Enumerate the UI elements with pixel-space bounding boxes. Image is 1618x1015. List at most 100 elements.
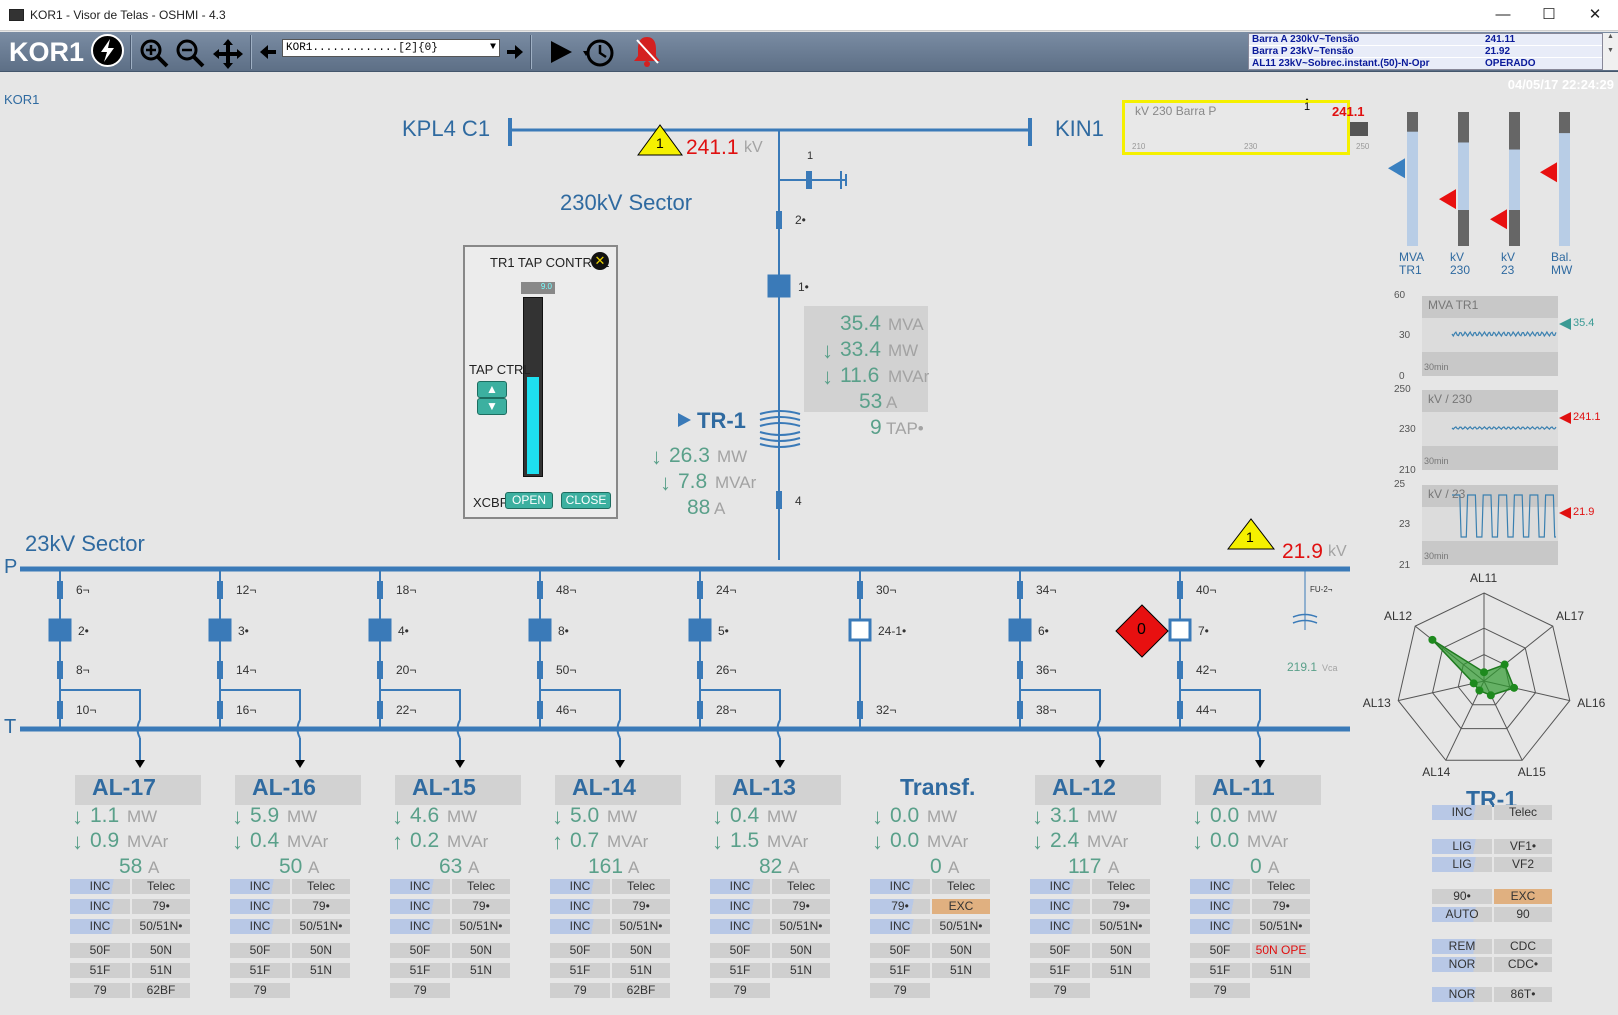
feeder-name[interactable]: AL-11: [1212, 774, 1275, 801]
status-cell[interactable]: INC: [710, 919, 770, 934]
status-cell[interactable]: 51N: [132, 963, 190, 978]
status-cell[interactable]: 50F: [1190, 943, 1250, 958]
status-cell[interactable]: 51F: [550, 963, 610, 978]
status-cell[interactable]: INC: [230, 879, 290, 894]
status-cell[interactable]: 50N: [932, 943, 990, 958]
status-cell[interactable]: 51F: [70, 963, 130, 978]
tr1-status-cell[interactable]: CDC: [1494, 939, 1552, 954]
status-cell[interactable]: 51F: [870, 963, 930, 978]
status-cell[interactable]: INC: [870, 919, 930, 934]
status-cell[interactable]: Telec: [932, 879, 990, 894]
status-cell[interactable]: INC: [230, 899, 290, 914]
status-cell[interactable]: 50N OPE: [1252, 943, 1310, 958]
tr1-status-cell[interactable]: Telec: [1494, 805, 1552, 820]
status-cell[interactable]: 79: [550, 983, 610, 998]
status-cell[interactable]: 50N: [292, 943, 350, 958]
status-cell[interactable]: 50N: [1092, 943, 1150, 958]
tr1-status-cell[interactable]: 90•: [1432, 889, 1492, 904]
status-cell[interactable]: INC: [550, 899, 610, 914]
status-cell[interactable]: 50F: [230, 943, 290, 958]
status-cell[interactable]: INC: [70, 879, 130, 894]
status-cell[interactable]: 51N: [292, 963, 350, 978]
tr1-status-cell[interactable]: EXC: [1494, 889, 1552, 904]
status-cell[interactable]: 51N: [932, 963, 990, 978]
status-cell[interactable]: 50N: [612, 943, 670, 958]
feeder-name[interactable]: AL-14: [572, 774, 636, 801]
status-cell[interactable]: 50/51N•: [772, 919, 830, 934]
status-cell[interactable]: 51N: [1092, 963, 1150, 978]
feeder-name[interactable]: AL-16: [252, 774, 316, 801]
status-cell[interactable]: 79•: [292, 899, 350, 914]
status-cell[interactable]: INC: [390, 899, 450, 914]
status-cell[interactable]: INC: [230, 919, 290, 934]
feeder-name[interactable]: AL-17: [92, 774, 156, 801]
status-cell[interactable]: 50F: [870, 943, 930, 958]
status-cell[interactable]: INC: [1190, 899, 1250, 914]
status-cell[interactable]: 79: [870, 983, 930, 998]
tr1-status-cell[interactable]: LIG: [1432, 857, 1492, 872]
status-cell[interactable]: 50/51N•: [1252, 919, 1310, 934]
status-cell[interactable]: 79: [1030, 983, 1090, 998]
status-cell[interactable]: 79•: [132, 899, 190, 914]
status-cell[interactable]: 79: [1190, 983, 1250, 998]
status-cell[interactable]: INC: [550, 879, 610, 894]
status-cell[interactable]: 79•: [452, 899, 510, 914]
status-cell[interactable]: 50F: [710, 943, 770, 958]
feeder-name[interactable]: AL-12: [1052, 774, 1116, 801]
status-cell[interactable]: 51F: [230, 963, 290, 978]
close-icon[interactable]: ✕: [591, 252, 609, 270]
status-cell[interactable]: 50/51N•: [132, 919, 190, 934]
status-cell[interactable]: 79•: [1092, 899, 1150, 914]
status-cell[interactable]: 51F: [390, 963, 450, 978]
status-cell[interactable]: 51N: [1252, 963, 1310, 978]
status-cell[interactable]: 79: [70, 983, 130, 998]
tr1-status-cell[interactable]: NOR: [1432, 957, 1492, 972]
status-cell[interactable]: INC: [1030, 919, 1090, 934]
status-cell[interactable]: 50/51N•: [452, 919, 510, 934]
status-cell[interactable]: 50/51N•: [1092, 919, 1150, 934]
status-cell[interactable]: INC: [390, 919, 450, 934]
status-cell[interactable]: INC: [710, 879, 770, 894]
status-cell[interactable]: 50/51N•: [932, 919, 990, 934]
status-cell[interactable]: 79•: [870, 899, 930, 914]
status-cell[interactable]: 50N: [132, 943, 190, 958]
status-cell[interactable]: INC: [550, 919, 610, 934]
status-cell[interactable]: Telec: [1252, 879, 1310, 894]
status-cell[interactable]: INC: [70, 919, 130, 934]
status-cell[interactable]: Telec: [452, 879, 510, 894]
status-cell[interactable]: 50N: [452, 943, 510, 958]
status-cell[interactable]: Telec: [132, 879, 190, 894]
status-cell[interactable]: INC: [1190, 879, 1250, 894]
status-cell[interactable]: 79: [390, 983, 450, 998]
status-cell[interactable]: 50F: [390, 943, 450, 958]
status-cell[interactable]: Telec: [1092, 879, 1150, 894]
status-cell[interactable]: 50F: [550, 943, 610, 958]
feeder-name[interactable]: Transf.: [900, 774, 975, 801]
status-cell[interactable]: 79•: [1252, 899, 1310, 914]
tr1-status-cell[interactable]: CDC•: [1494, 957, 1552, 972]
tr1-status-cell[interactable]: INC: [1432, 805, 1492, 820]
status-cell[interactable]: 51F: [1030, 963, 1090, 978]
tr1-status-cell[interactable]: NOR: [1432, 987, 1492, 1002]
status-cell[interactable]: INC: [870, 879, 930, 894]
feeder-name[interactable]: AL-15: [412, 774, 476, 801]
status-cell[interactable]: INC: [1030, 899, 1090, 914]
tr1-status-cell[interactable]: 86T•: [1494, 987, 1552, 1002]
status-cell[interactable]: 50F: [1030, 943, 1090, 958]
status-cell[interactable]: INC: [390, 879, 450, 894]
status-cell[interactable]: 51N: [452, 963, 510, 978]
status-cell[interactable]: 51F: [1190, 963, 1250, 978]
tr1-status-cell[interactable]: VF1•: [1494, 839, 1552, 854]
status-cell[interactable]: 79•: [772, 899, 830, 914]
close-breaker-button[interactable]: CLOSE: [561, 492, 611, 509]
status-cell[interactable]: 50/51N•: [612, 919, 670, 934]
tr1-status-cell[interactable]: REM: [1432, 939, 1492, 954]
tr1-status-cell[interactable]: VF2: [1494, 857, 1552, 872]
tap-raise-button[interactable]: ▲: [477, 381, 507, 398]
status-cell[interactable]: Telec: [612, 879, 670, 894]
status-cell[interactable]: 51F: [710, 963, 770, 978]
status-cell[interactable]: Telec: [772, 879, 830, 894]
status-cell[interactable]: 50/51N•: [292, 919, 350, 934]
status-cell[interactable]: 79: [230, 983, 290, 998]
open-button[interactable]: OPEN: [505, 492, 553, 509]
